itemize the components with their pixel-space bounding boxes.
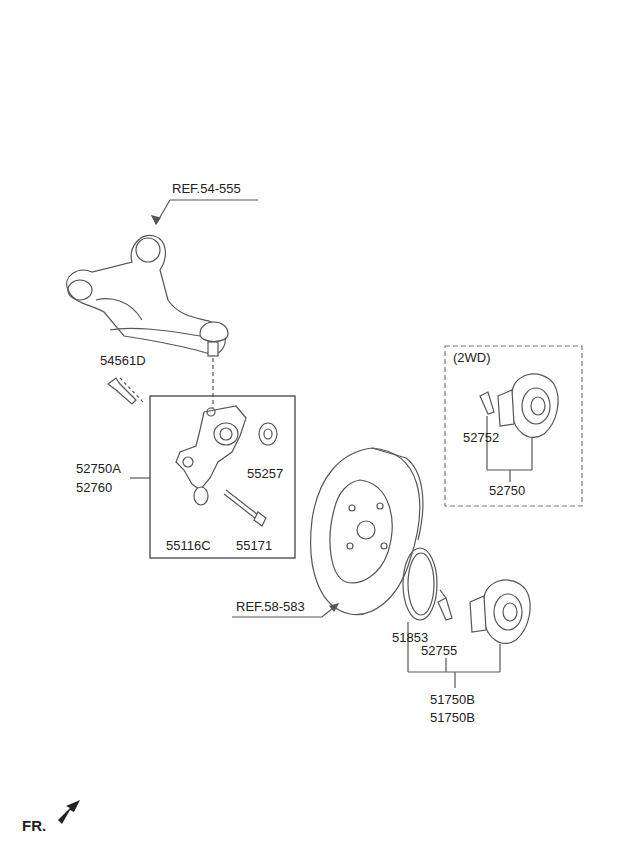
callout-number: 54561D [100, 353, 146, 368]
callout-number: 52755 [421, 643, 457, 658]
variant-note: (2WD) [453, 350, 491, 365]
callout-number: 51853 [392, 630, 428, 645]
callout-number: 52752 [463, 430, 499, 445]
knuckle-group-box: 55257 55116C 55171 [150, 396, 295, 558]
callout-number: 51750B [430, 710, 475, 725]
callout-number: 55116C [166, 538, 211, 553]
2wd-group-box: (2WD) 52752 52750 [445, 346, 582, 506]
callout-number: 52750A [76, 461, 121, 476]
callout-number: 52760 [76, 480, 112, 495]
callout-number: 55257 [247, 466, 283, 481]
callout-number: 55171 [236, 538, 272, 553]
reference-label: REF.54-555 [172, 181, 241, 196]
reference-label: REF.58-583 [236, 599, 305, 614]
direction-label: FR. [22, 818, 46, 833]
callout-number: 51750B [430, 692, 475, 707]
callout-number: 52750 [489, 483, 525, 498]
